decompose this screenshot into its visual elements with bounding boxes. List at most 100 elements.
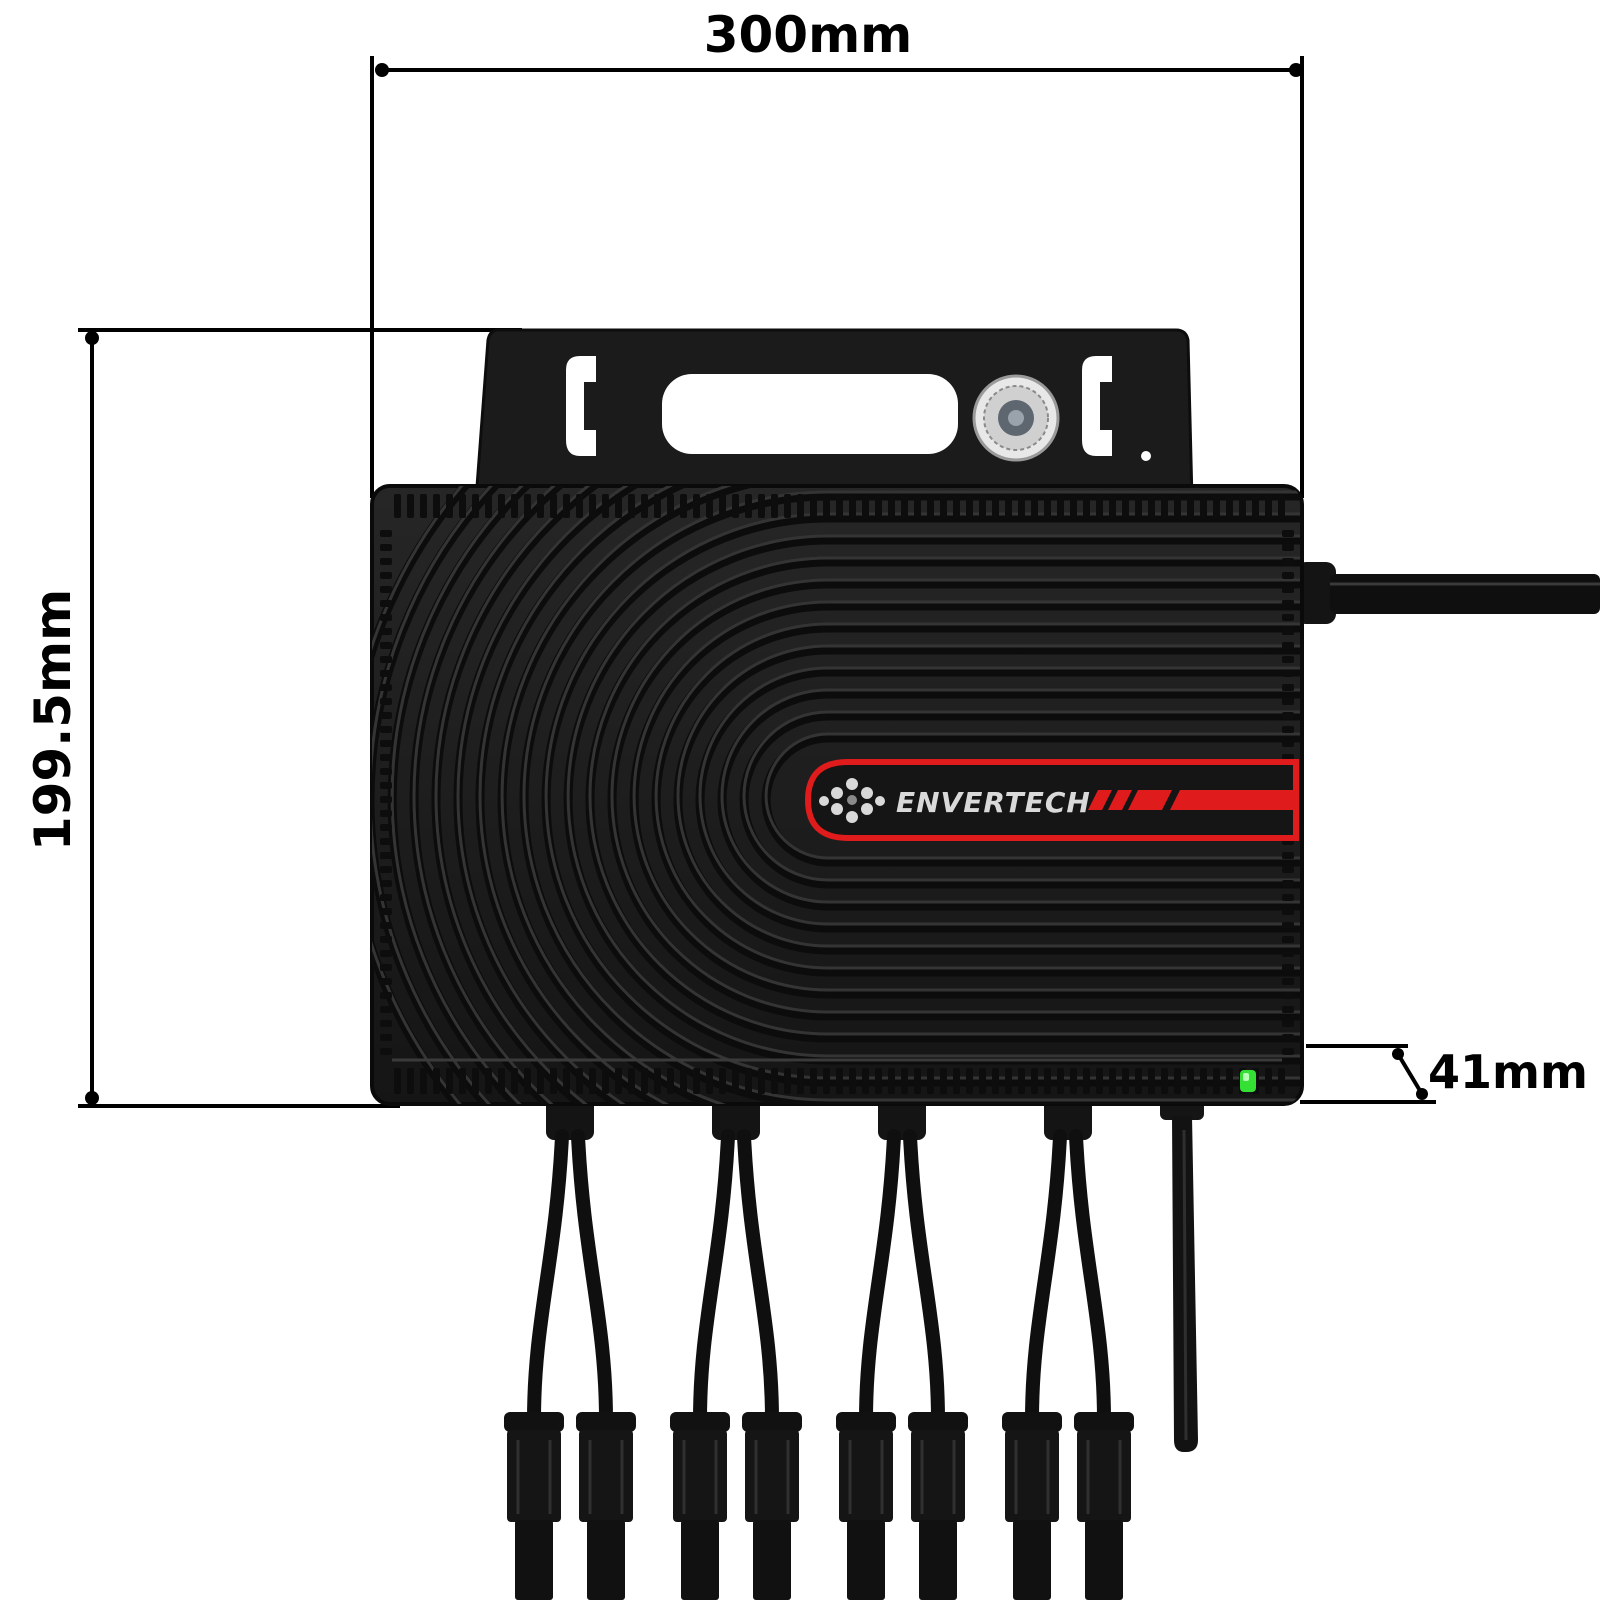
fin-top — [1044, 494, 1051, 518]
fin-bottom — [849, 1068, 856, 1094]
fin-bottom — [485, 1068, 492, 1094]
fin-bottom — [1148, 1068, 1155, 1094]
fin-right — [1282, 530, 1294, 537]
fin-bottom — [719, 1068, 726, 1094]
fin-right — [1282, 656, 1294, 663]
left-edge-fins — [380, 530, 392, 1055]
dc-input-pair — [836, 1096, 968, 1600]
connector-body — [745, 1430, 799, 1522]
fin-top — [771, 494, 778, 518]
fin-right — [1282, 558, 1294, 565]
dc-input-cables — [504, 1096, 1134, 1600]
rib-highlight — [764, 732, 1300, 860]
fin-top — [1187, 494, 1194, 518]
rib-highlight — [390, 486, 1300, 1104]
fin-bottom — [836, 1068, 843, 1094]
fin-right — [1282, 726, 1294, 733]
fin-left — [380, 768, 392, 775]
fin-top — [394, 494, 401, 518]
rib-highlight — [610, 578, 1300, 1014]
fin-bottom — [1187, 1068, 1194, 1094]
fin-left — [380, 1020, 392, 1027]
rib-highlight — [522, 490, 1300, 1102]
connector-collar — [670, 1412, 730, 1432]
mc4-connector — [670, 1412, 730, 1600]
fin-bottom — [1135, 1068, 1142, 1094]
fin-bottom — [641, 1068, 648, 1094]
cable-gland — [546, 1096, 594, 1140]
height-label: 199.5mm — [24, 589, 82, 851]
rib-highlight — [544, 512, 1300, 1080]
fin-top — [1070, 494, 1077, 518]
fin-top — [836, 494, 843, 518]
fin-top — [1148, 494, 1155, 518]
fin-left — [380, 670, 392, 677]
rib-highlight — [588, 556, 1300, 1036]
connector-body — [839, 1430, 893, 1522]
fin-bottom — [966, 1068, 973, 1094]
top-edge-fins — [394, 494, 1285, 518]
fin-right — [1282, 936, 1294, 943]
connector-collar — [1002, 1412, 1062, 1432]
fin-left — [380, 754, 392, 761]
fin-bottom — [1161, 1068, 1168, 1094]
fin-bottom — [420, 1068, 427, 1094]
cable-gland — [1044, 1096, 1092, 1140]
ground-screw-icon — [972, 374, 1060, 462]
rib-highlight — [698, 666, 1300, 926]
fin-left — [380, 852, 392, 859]
fin-bottom — [667, 1068, 674, 1094]
fin-top — [1174, 494, 1181, 518]
fin-top — [1161, 494, 1168, 518]
depth-dimension-line — [1396, 1052, 1424, 1096]
fin-bottom — [1031, 1068, 1038, 1094]
fin-bottom — [706, 1068, 713, 1094]
fin-bottom — [810, 1068, 817, 1094]
rib-highlight — [720, 688, 1300, 904]
connector-tail — [847, 1520, 885, 1600]
fin-left — [380, 922, 392, 929]
brand-name: ENVERTECH — [896, 786, 1091, 819]
fin-top — [485, 494, 492, 518]
fin-bottom — [1226, 1068, 1233, 1094]
fin-bottom — [1200, 1068, 1207, 1094]
fin-top — [654, 494, 661, 518]
fin-bottom — [524, 1068, 531, 1094]
connector-body — [1077, 1430, 1131, 1522]
connector-tail — [919, 1520, 957, 1600]
fin-top — [563, 494, 570, 518]
fin-right — [1282, 1020, 1294, 1027]
wifi-antenna — [1160, 1096, 1204, 1452]
fin-left — [380, 880, 392, 887]
fin-right — [1282, 964, 1294, 971]
fin-bottom — [394, 1068, 401, 1094]
fin-top — [823, 494, 830, 518]
fin-bottom — [771, 1068, 778, 1094]
fin-bottom — [797, 1068, 804, 1094]
fin-bottom — [862, 1068, 869, 1094]
fin-left — [380, 838, 392, 845]
width-endpoint-right — [1289, 63, 1303, 77]
fin-top — [511, 494, 518, 518]
fin-bottom — [901, 1068, 908, 1094]
fin-bottom — [498, 1068, 505, 1094]
fin-bottom — [576, 1068, 583, 1094]
fin-bottom — [1018, 1068, 1025, 1094]
fin-right — [1282, 1006, 1294, 1013]
fin-top — [1083, 494, 1090, 518]
fin-top — [550, 494, 557, 518]
fin-top — [888, 494, 895, 518]
height-dimension: 199.5mm — [24, 328, 522, 1108]
connector-tail — [681, 1520, 719, 1600]
fin-top — [433, 494, 440, 518]
cable-left — [693, 1129, 735, 1427]
fin-bottom — [823, 1068, 830, 1094]
connector-tail — [753, 1520, 791, 1600]
cable-right — [903, 1129, 945, 1427]
fin-left — [380, 1006, 392, 1013]
depth-dimension: 41mm — [1300, 1044, 1588, 1104]
mc4-connector — [908, 1412, 968, 1600]
fin-top — [719, 494, 726, 518]
fin-bottom — [459, 1068, 466, 1094]
fin-left — [380, 824, 392, 831]
